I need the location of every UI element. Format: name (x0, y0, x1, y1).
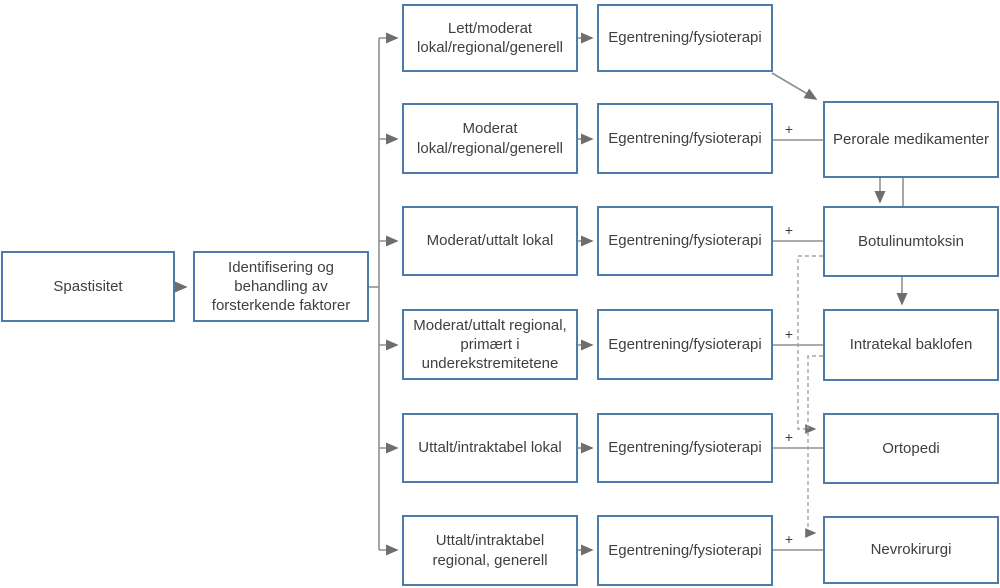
plus-sign-row6: + (784, 531, 794, 547)
node-therapy-1: Egentrening/fysioterapi (597, 4, 773, 72)
node-therapy-2: Egentrening/fysioterapi (597, 103, 773, 174)
plus-sign-row5: + (784, 429, 794, 445)
node-therapy-5: Egentrening/fysioterapi (597, 413, 773, 483)
plus-sign-row2: + (784, 121, 794, 137)
node-severity-uttalt-intraktabel-lokal: Uttalt/intraktabel lokal (402, 413, 578, 483)
node-severity-moderat-uttalt-lokal: Moderat/uttalt lokal (402, 206, 578, 276)
node-nevrokirurgi: Nevrokirurgi (823, 516, 999, 584)
node-therapy-3: Egentrening/fysioterapi (597, 206, 773, 276)
node-severity-uttalt-intraktabel-regional: Uttalt/intraktabel regional, generell (402, 515, 578, 586)
node-botulinumtoksin: Botulinumtoksin (823, 206, 999, 277)
node-severity-moderat-uttalt-regional: Moderat/uttalt regional, primært i under… (402, 309, 578, 380)
node-therapy-6: Egentrening/fysioterapi (597, 515, 773, 586)
node-intratekal-baklofen: Intratekal baklofen (823, 309, 999, 381)
node-severity-moderat: Moderat lokal/regional/generell (402, 103, 578, 174)
node-severity-lett-moderat: Lett/moderat lokal/regional/generell (402, 4, 578, 72)
node-spastisitet: Spastisitet (1, 251, 175, 322)
node-perorale-medikamenter: Perorale medikamenter (823, 101, 999, 178)
node-ortopedi: Ortopedi (823, 413, 999, 484)
node-therapy-4: Egentrening/fysioterapi (597, 309, 773, 380)
node-identifisering: Identifisering og behandling av forsterk… (193, 251, 369, 322)
plus-sign-row4: + (784, 326, 794, 342)
plus-sign-row3: + (784, 222, 794, 238)
